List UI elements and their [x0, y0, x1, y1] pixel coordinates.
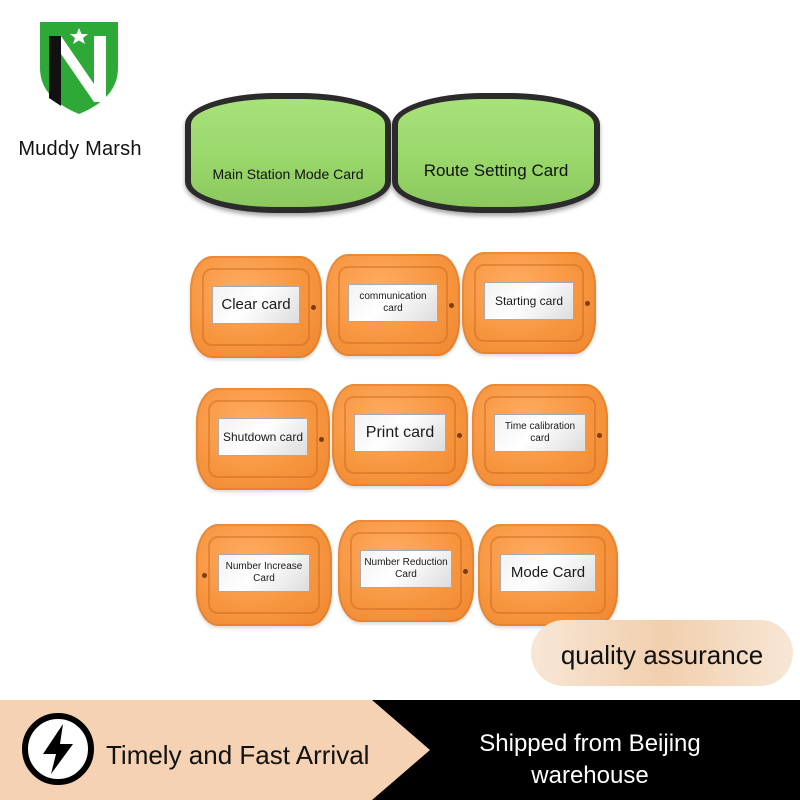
orange-card-shutdown: Shutdown card	[196, 388, 330, 490]
footer-peach-band	[0, 700, 430, 800]
card-label: Shutdown card	[218, 418, 308, 456]
card-label: Number Reduction Card	[360, 550, 452, 588]
orange-card-starting: Starting card	[462, 252, 596, 354]
shield-n-star-icon	[40, 22, 118, 114]
card-label: communication card	[348, 284, 438, 322]
green-card-route-setting: Route Setting Card	[392, 93, 600, 213]
card-label: Number Increase Card	[218, 554, 310, 592]
footer-left-text: Timely and Fast Arrival	[106, 740, 370, 770]
orange-card-mode: Mode Card	[478, 524, 618, 626]
brand-name: Muddy Marsh	[18, 138, 142, 160]
quality-badge	[531, 620, 793, 686]
lightning-icon	[22, 713, 94, 785]
quality-badge-text: quality assurance	[560, 640, 764, 670]
green-card-label: Main Station Mode Card	[212, 166, 364, 182]
card-label: Time calibration card	[494, 414, 586, 452]
orange-card-communication: communication card	[326, 254, 460, 356]
card-label: Starting card	[484, 282, 574, 320]
footer-bar: Timely and Fast Arrival Shipped from Bei…	[0, 700, 800, 800]
footer-right-text: Shipped from Beijing warehouse	[479, 730, 701, 789]
green-card-main-station: Main Station Mode Card	[185, 93, 391, 213]
orange-card-clear: Clear card	[190, 256, 322, 358]
orange-card-number-reduction: Number Reduction Card	[338, 520, 474, 622]
card-label: Mode Card	[500, 554, 596, 592]
orange-card-time-calibration: Time calibration card	[472, 384, 608, 486]
card-label: Print card	[354, 414, 446, 452]
green-card-label: Route Setting Card	[423, 161, 569, 180]
orange-card-print: Print card	[332, 384, 468, 486]
card-label: Clear card	[212, 286, 300, 324]
orange-card-number-increase: Number Increase Card	[196, 524, 332, 626]
